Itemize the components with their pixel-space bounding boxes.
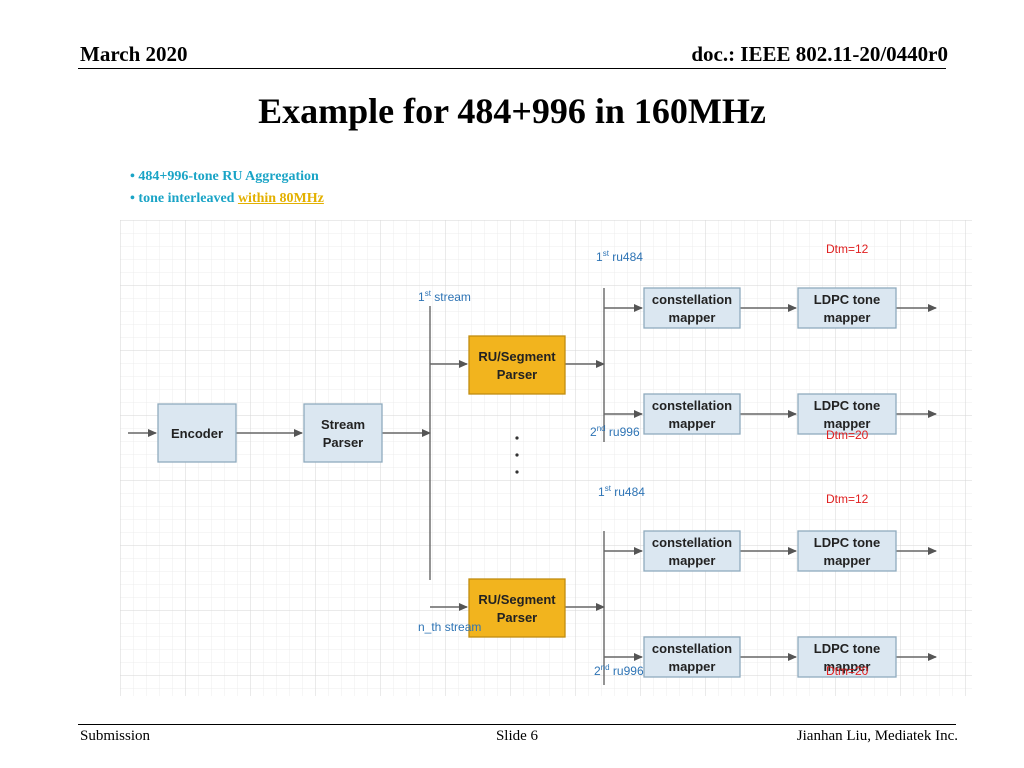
- dtm-484-label: Dtm=12: [826, 492, 869, 506]
- ldpc-tone-mapper-block-label: LDPC tone: [814, 292, 880, 307]
- bullet-highlight: within 80MHz: [237, 191, 324, 206]
- footer-submission: Submission: [80, 728, 151, 744]
- ldpc-tone-mapper-block: LDPC tone mapper: [797, 287, 897, 329]
- footer-slide-number: Slide 6: [495, 728, 539, 744]
- stream-parser-block-rect: [303, 403, 383, 463]
- ldpc-tone-mapper-block-label: mapper: [824, 659, 871, 674]
- constellation-mapper-block-label: mapper: [669, 310, 716, 325]
- bullet-text: tone interleaved: [138, 191, 235, 206]
- ldpc-tone-mapper-block-label: LDPC tone: [814, 641, 880, 656]
- block-diagram-svg: EncoderStreamParserRU/SegmentParserconst…: [120, 220, 972, 696]
- ru996-label: 2nd ru996: [594, 663, 644, 678]
- constellation-mapper-block-rect: [643, 393, 741, 435]
- constellation-mapper-block-label: constellation: [652, 641, 732, 656]
- ru-segment-parser-block-rect: [468, 578, 566, 638]
- constellation-mapper-block: constellation mapper: [643, 287, 741, 329]
- stream-parser-block-label: Parser: [323, 435, 363, 450]
- ldpc-tone-mapper-block: LDPC tone mapper: [797, 530, 897, 572]
- stream-1-label: 1st stream: [418, 289, 471, 304]
- constellation-mapper-block: constellation mapper: [643, 636, 741, 678]
- ldpc-tone-mapper-block: LDPC tone mapper: [797, 393, 897, 435]
- ldpc-tone-mapper-block-rect: [797, 287, 897, 329]
- ldpc-tone-mapper-block-label: LDPC tone: [814, 535, 880, 550]
- encoder-block: Encoder: [157, 403, 237, 463]
- constellation-mapper-block-label: mapper: [669, 553, 716, 568]
- dtm-996-label: Dtm=20: [826, 428, 869, 442]
- constellation-mapper-block: constellation mapper: [643, 393, 741, 435]
- ru-segment-parser-block-label: RU/Segment: [478, 592, 556, 607]
- constellation-mapper-block-rect: [643, 530, 741, 572]
- footer-author: Jianhan Liu, Mediatek Inc.: [796, 728, 958, 744]
- header-date: March 2020: [80, 42, 188, 66]
- ellipsis-dot: [515, 453, 519, 457]
- ru-segment-parser-block-label: Parser: [497, 610, 537, 625]
- connector-lines: [128, 288, 937, 685]
- ldpc-tone-mapper-block-rect: [797, 636, 897, 678]
- header-doc-id: doc.: IEEE 802.11-20/0440r0: [691, 42, 948, 66]
- bullet-item: • tone interleaved within 80MHz: [130, 191, 324, 206]
- header-divider: [78, 68, 946, 69]
- ldpc-tone-mapper-block-label: mapper: [824, 553, 871, 568]
- dtm-484-label: Dtm=12: [826, 242, 869, 256]
- constellation-mapper-block-label: constellation: [652, 292, 732, 307]
- constellation-mapper-block-rect: [643, 287, 741, 329]
- constellation-mapper-block-label: mapper: [669, 416, 716, 431]
- constellation-mapper-block-label: constellation: [652, 398, 732, 413]
- ru484-label: 1st ru484: [598, 484, 645, 499]
- stream-parser-block-label: Stream: [321, 417, 365, 432]
- constellation-mapper-block-rect: [643, 636, 741, 678]
- constellation-mapper-block-label: constellation: [652, 535, 732, 550]
- bullet-list: • 484+996-tone RU Aggregation • tone int…: [130, 166, 324, 210]
- ldpc-tone-mapper-block-rect: [797, 393, 897, 435]
- ru996-label: 2nd ru996: [590, 424, 640, 439]
- ellipsis-dot: [515, 436, 519, 440]
- ldpc-tone-mapper-block-label: mapper: [824, 416, 871, 431]
- constellation-mapper-block: constellation mapper: [643, 530, 741, 572]
- ldpc-tone-mapper-block-rect: [797, 530, 897, 572]
- labels: 1st stream n_th stream 1st ru484 2nd ru996 1…: [418, 242, 869, 678]
- ru484-label: 1st ru484: [596, 249, 643, 264]
- constellation-mapper-block-label: mapper: [669, 659, 716, 674]
- ellipsis-dot: [515, 470, 519, 474]
- ldpc-tone-mapper-block-label: mapper: [824, 310, 871, 325]
- dtm-996-label: Dtm=20: [826, 664, 869, 678]
- ru-segment-parser-block-label: Parser: [497, 367, 537, 382]
- encoder-block-label: Encoder: [171, 426, 223, 441]
- ru-segment-parser-block-rect: [468, 335, 566, 395]
- ldpc-tone-mapper-block-label: LDPC tone: [814, 398, 880, 413]
- ldpc-tone-mapper-block: LDPC tone mapper: [797, 636, 897, 678]
- stream-n-label: n_th stream: [418, 620, 481, 634]
- ru-segment-parser-block-label: RU/Segment: [478, 349, 556, 364]
- bullet-text: 484+996-tone RU Aggregation: [138, 169, 319, 184]
- footer-divider: [78, 724, 956, 725]
- blocks: EncoderStreamParserRU/SegmentParserconst…: [157, 287, 897, 678]
- slide-title: Example for 484+996 in 160MHz: [258, 91, 766, 131]
- bullet-item: • 484+996-tone RU Aggregation: [130, 169, 319, 184]
- encoder-block-rect: [157, 403, 237, 463]
